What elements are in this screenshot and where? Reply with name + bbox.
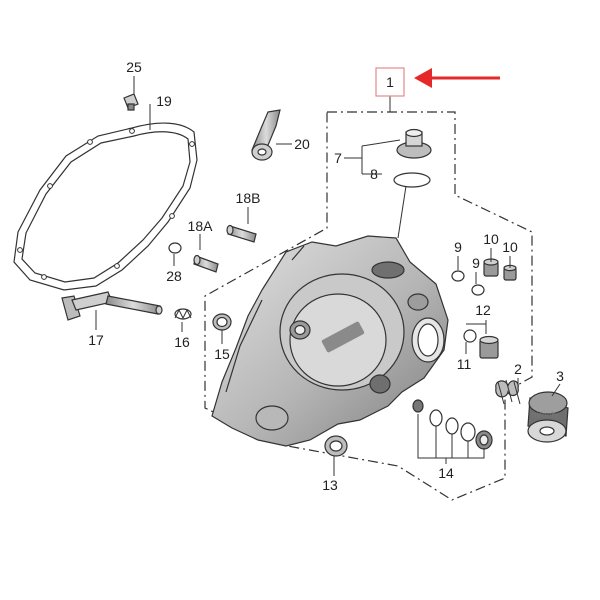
label-9b: 9 — [472, 255, 480, 271]
rings-14 — [412, 399, 493, 450]
item-1-highlight-box — [375, 67, 405, 97]
label-10a: 10 — [483, 231, 499, 247]
watermark: hirochi — [532, 410, 559, 420]
crankcase-cover — [211, 235, 449, 447]
label-17: 17 — [88, 332, 104, 348]
label-10b: 10 — [502, 239, 518, 255]
label-2: 2 — [514, 361, 522, 377]
label-25: 25 — [126, 59, 142, 75]
seal-13 — [324, 435, 348, 457]
label-12: 12 — [475, 302, 491, 318]
washer-28 — [168, 242, 182, 254]
filler-cap-7 — [396, 128, 432, 159]
label-8: 8 — [370, 166, 378, 182]
gasket — [13, 122, 198, 291]
assembly-boundary — [204, 111, 533, 501]
label-15: 15 — [214, 346, 230, 362]
label-28: 28 — [166, 268, 182, 284]
label-18a: 18A — [188, 218, 214, 234]
shaft-17 — [61, 291, 163, 321]
washer-9a — [451, 270, 465, 282]
label-9a: 9 — [454, 239, 462, 255]
clip — [123, 93, 139, 111]
label-20: 20 — [294, 136, 310, 152]
label-14: 14 — [438, 465, 454, 481]
washer-9b — [471, 284, 485, 296]
o-ring-11 — [463, 329, 477, 343]
label-1: 1 — [386, 74, 394, 90]
label-18b: 18B — [236, 190, 261, 206]
red-arrow-icon — [414, 68, 500, 88]
label-13: 13 — [322, 477, 338, 493]
label-7: 7 — [334, 150, 342, 166]
label-19: 19 — [156, 93, 172, 109]
pin-18a — [193, 254, 219, 273]
seal-15 — [212, 313, 232, 331]
spring-2 — [495, 379, 521, 405]
pin-18b — [226, 224, 257, 243]
spring-16 — [174, 308, 192, 320]
label-11: 11 — [457, 356, 472, 372]
label-3: 3 — [556, 368, 564, 384]
oil-filter-3 — [527, 391, 569, 443]
lever — [251, 109, 281, 161]
label-16: 16 — [174, 334, 190, 350]
o-ring-8 — [393, 172, 431, 188]
plug-12 — [479, 335, 499, 359]
